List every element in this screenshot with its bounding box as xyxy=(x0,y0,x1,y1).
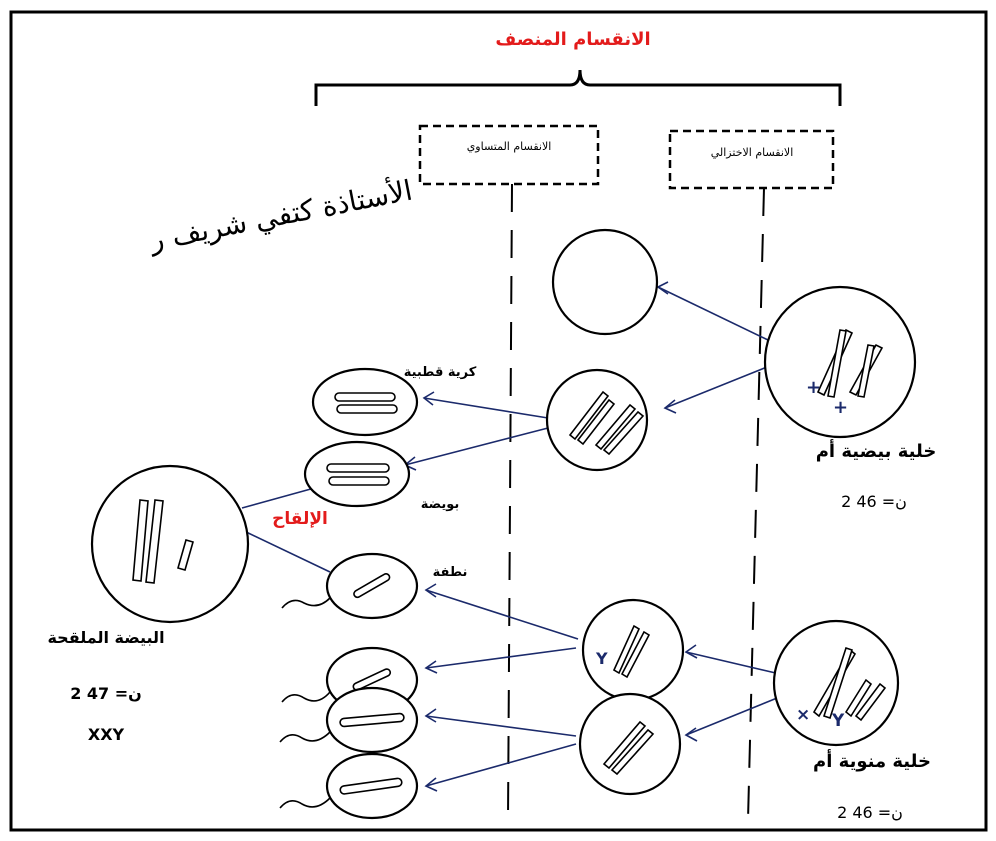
mother-egg-cross-1: + xyxy=(806,377,821,398)
zygote-cell xyxy=(90,464,250,624)
second-polar-body xyxy=(311,367,419,437)
arrows xyxy=(241,281,783,792)
sperm-label: نطفة xyxy=(433,565,468,580)
reductional-division-box xyxy=(668,129,835,190)
secondary-oocyte-chromosomes xyxy=(568,390,645,456)
zygote-label: البيضة الملقحة xyxy=(47,628,164,647)
first-polar-body xyxy=(551,228,659,336)
secondary-spermatocyte-2-chromosomes xyxy=(602,720,655,776)
mother-sperm-chromosomes xyxy=(812,646,887,722)
ovum-cell xyxy=(303,440,411,508)
spermatocyte-y-mark: Y xyxy=(595,649,608,668)
equational-division-box xyxy=(418,124,600,186)
secondary-spermatocyte-1-chromosomes xyxy=(612,624,651,679)
reductional-division-label: الانقسام الاختزالي xyxy=(711,146,794,159)
ovum-chromosomes xyxy=(326,463,390,486)
reductional-divider-line xyxy=(747,187,765,821)
zygote-count: 2 ن= 47 xyxy=(70,684,142,703)
zygote-genotype: XXY xyxy=(88,725,125,744)
mother-sperm-mark-1: × xyxy=(796,705,810,725)
equational-division-label: الانقسام المتساوي xyxy=(467,140,552,153)
meiosis-bracket xyxy=(314,69,842,106)
mother-egg-label: خلية بيضية أم xyxy=(816,439,937,462)
spermatid-4 xyxy=(279,752,419,820)
polar-body-label: كرية قطبية xyxy=(404,365,477,380)
mother-sperm-mark-2: Y xyxy=(831,711,845,731)
fertilization-label: الإلقاح xyxy=(272,509,328,529)
mother-egg-cross-2: + xyxy=(833,397,848,418)
equational-divider-line xyxy=(507,183,513,821)
mother-sperm-label: خلية منوية أم xyxy=(813,749,931,772)
spermatid-3 xyxy=(279,686,419,754)
meiosis-title: الانقسام المنصف xyxy=(495,29,650,50)
polar-body-chromosomes xyxy=(334,392,398,414)
ovum-label: بويضة xyxy=(421,497,460,512)
mother-egg-chromosomes xyxy=(816,328,884,398)
mother-egg-count: 2 ن= 46 xyxy=(841,492,907,511)
zygote-chromosomes xyxy=(132,499,194,584)
spermatid-1 xyxy=(281,552,419,620)
mother-sperm-count: 2 ن= 46 xyxy=(837,803,903,822)
